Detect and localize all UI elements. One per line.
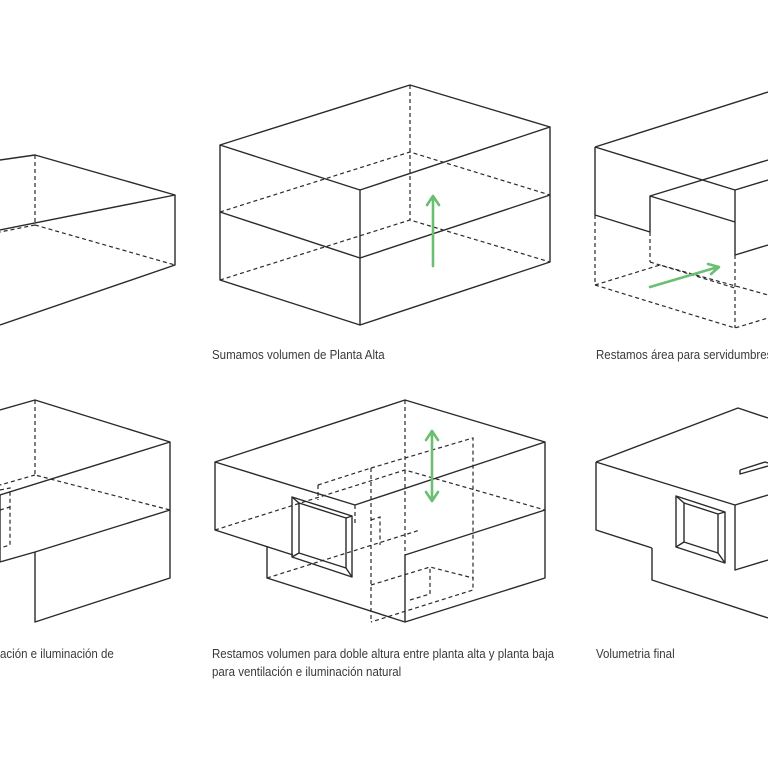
panel-3-service-subtraction — [594, 91, 768, 329]
vertical-double-arrow-icon — [424, 429, 440, 503]
panel-6-final-volume — [595, 407, 768, 619]
panel-1-base-volume — [0, 154, 176, 326]
panel-2-upper-floor-volume — [219, 84, 551, 326]
caption-step-3: Restamos área para servidumbres — [596, 348, 768, 362]
caption-step-5-line-1: Restamos volumen para doble altura entre… — [212, 647, 555, 661]
caption-step-6: Volumetria final — [596, 647, 675, 661]
caption-step-2: Sumamos volumen de Planta Alta — [212, 348, 385, 362]
panel-4-void-subtraction — [0, 399, 171, 623]
panel-5-double-height-void — [214, 399, 546, 623]
caption-step-4: ación e iluminación de — [0, 647, 114, 661]
caption-step-5-line-2: para ventilación e iluminación natural — [212, 665, 402, 679]
diagonal-arrow-icon — [648, 262, 721, 289]
up-arrow-icon — [425, 194, 441, 268]
